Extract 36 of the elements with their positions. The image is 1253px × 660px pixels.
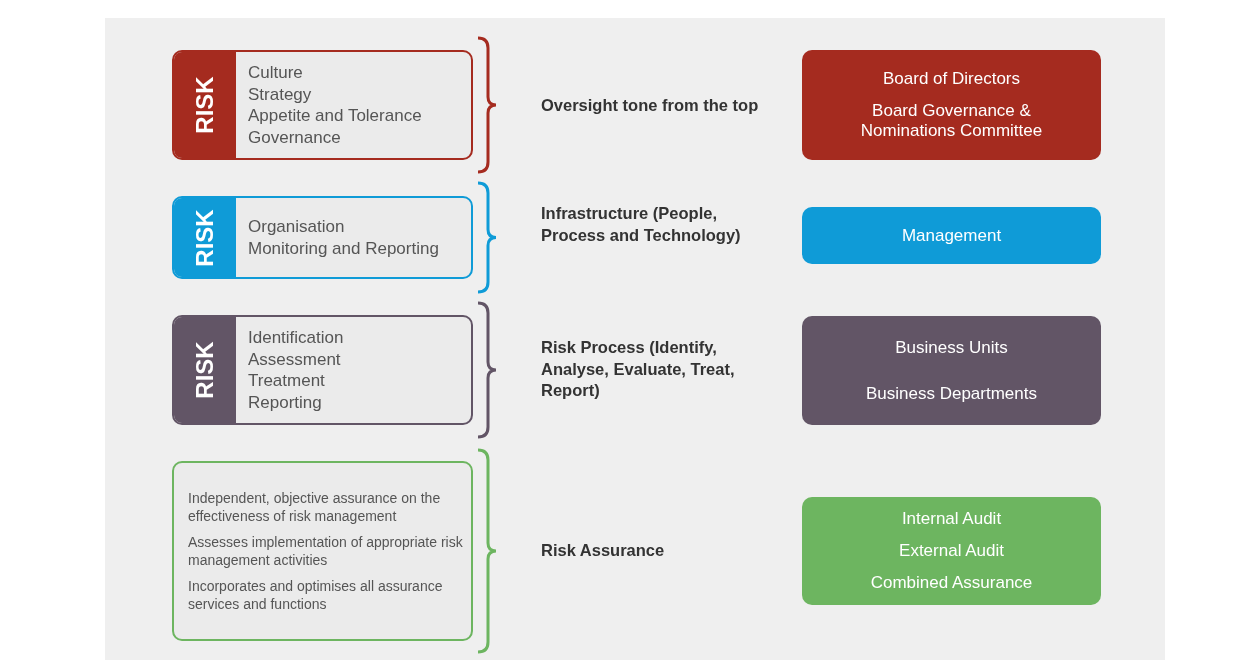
list-item: Organisation: [248, 216, 345, 238]
paragraph: Independent, objective assurance on the effectiveness of risk management: [188, 489, 442, 525]
list-item: Reporting: [248, 391, 322, 413]
role-label: Board Governance & Nominations Committee: [859, 101, 1044, 141]
list-item: Governance: [248, 126, 341, 148]
tab-label: RISK: [191, 76, 219, 134]
row-heading: Risk Process (Identify, Analyse, Evaluate, Treat, Report): [541, 337, 736, 401]
role-box: [802, 50, 1101, 160]
role-box: [802, 497, 1101, 605]
list-card: [172, 196, 473, 279]
row-heading: Risk Assurance: [541, 540, 666, 561]
role-label: Board of Directors: [883, 69, 1020, 89]
list-item: Appetite and Tolerance: [248, 105, 422, 127]
list-item: Assessment: [248, 348, 341, 370]
list-item: Culture: [248, 62, 303, 84]
list-item: Treatment: [248, 370, 325, 392]
tab-label: RISK: [191, 208, 219, 267]
list-item: Strategy: [248, 83, 312, 105]
role-label: Business Departments: [866, 383, 1037, 404]
role-label: Business Units: [895, 337, 1008, 358]
paragraph: Assesses implementation of appropriate risk management activities: [188, 533, 464, 569]
row-heading: Infrastructure (People, Process and Technology): [541, 203, 742, 246]
role-box: [802, 316, 1101, 425]
list-card: [172, 315, 473, 425]
tab-label: RISK: [191, 341, 219, 399]
role-label: Management: [901, 225, 1002, 246]
text-card: [172, 461, 473, 641]
row-heading: Oversight tone from the top: [541, 95, 760, 116]
role-label: Internal Audit: [901, 509, 1002, 529]
paragraph: Incorporates and optimises all assurance services and functions: [188, 577, 444, 613]
role-box: [802, 207, 1101, 264]
role-label: External Audit: [899, 541, 1004, 561]
list-item: Identification: [248, 327, 344, 349]
list-item: Monitoring and Reporting: [248, 237, 439, 259]
list-card: [172, 50, 473, 160]
role-label: Combined Assurance: [870, 573, 1033, 593]
